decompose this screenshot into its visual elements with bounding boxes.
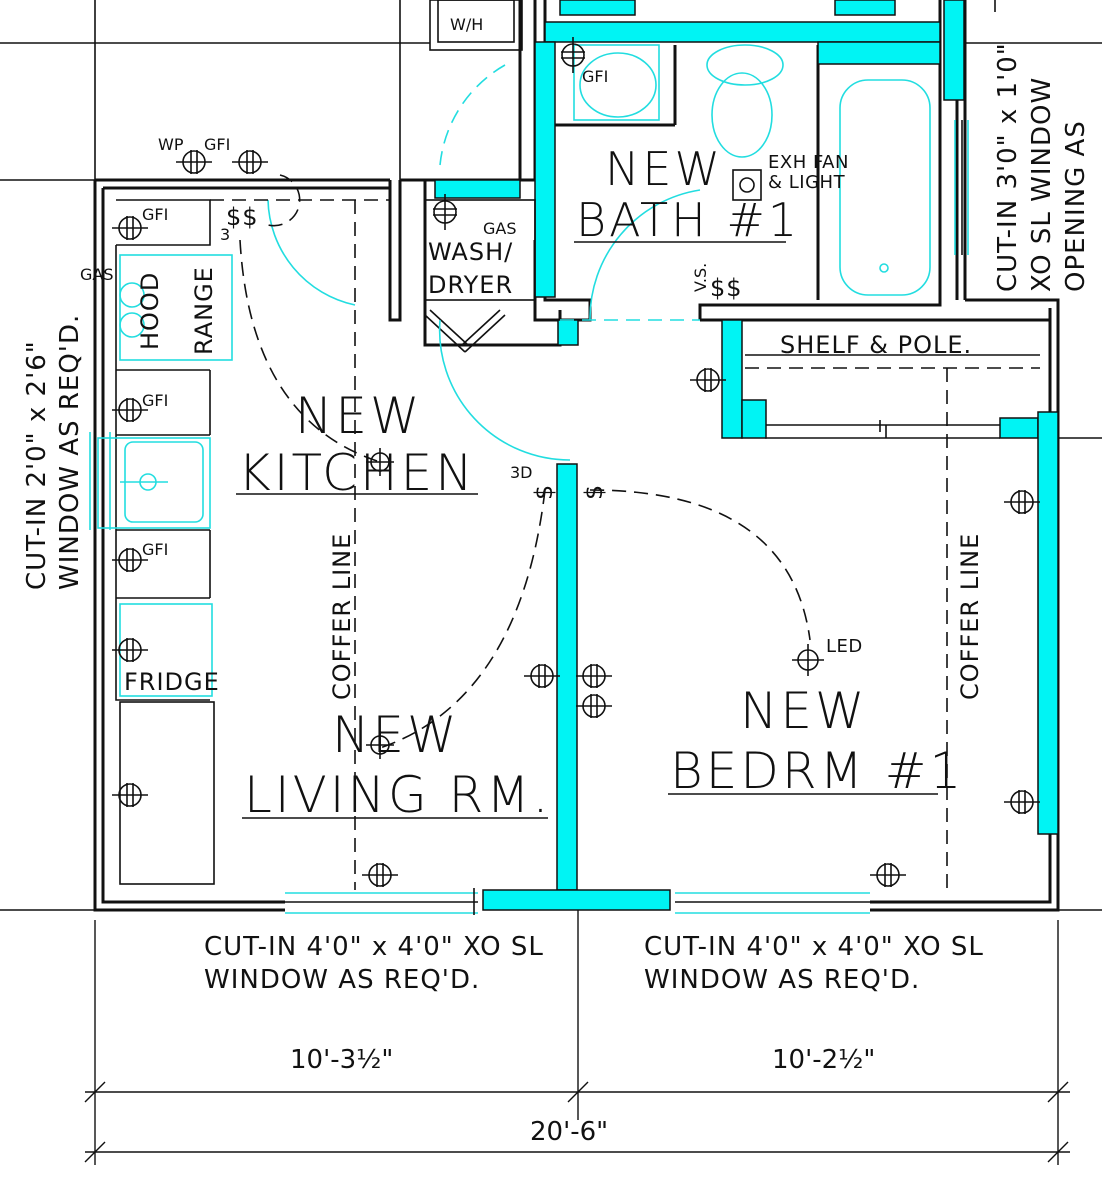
wash-label: WASH/ bbox=[428, 238, 513, 266]
room-label-kitchen: NEW KITCHEN bbox=[236, 387, 478, 502]
gfi-label-bath: GFI bbox=[582, 67, 608, 86]
note-window-left-line1: CUT-IN 2'0" x 2'6" bbox=[22, 340, 52, 590]
gfi-label-kitchen-3: GFI bbox=[142, 540, 168, 559]
outlet-symbols bbox=[112, 37, 1040, 887]
led-label: LED bbox=[826, 636, 863, 657]
note-window-bottom-right-line2: WINDOW AS REQ'D. bbox=[644, 965, 920, 995]
dimension-overall: 20'-6" bbox=[530, 1117, 608, 1147]
range-label: RANGE bbox=[190, 266, 218, 355]
note-window-right-line2: XO SL WINDOW bbox=[1027, 77, 1057, 292]
water-heater-label: W/H bbox=[450, 15, 483, 34]
living-label-line2: LIVING RM. bbox=[244, 766, 551, 824]
note-window-bottom-left-line1: CUT-IN 4'0" x 4'0" XO SL bbox=[204, 932, 544, 962]
gfi-label-exterior: GFI bbox=[204, 135, 230, 154]
fridge-label: FRIDGE bbox=[124, 668, 220, 696]
three-way-label: 3 bbox=[220, 225, 230, 244]
hood-label: HOOD bbox=[136, 272, 164, 350]
three-d-label: 3D bbox=[510, 463, 533, 482]
gas-label-kitchen: GAS bbox=[80, 265, 114, 284]
gfi-label-kitchen-2: GFI bbox=[142, 391, 168, 410]
laundry-doors bbox=[424, 199, 536, 353]
note-window-bottom-left-line2: WINDOW AS REQ'D. bbox=[204, 965, 480, 995]
wp-label: WP bbox=[158, 135, 184, 154]
coffer-line-bedroom: COFFER LINE bbox=[956, 533, 984, 700]
switch-kitchen: $$ bbox=[226, 203, 259, 231]
note-window-right-line3: OPENING AS bbox=[1061, 120, 1091, 292]
door-swings bbox=[239, 64, 811, 749]
coffer-line-living: COFFER LINE bbox=[328, 533, 356, 700]
kitchen-counters bbox=[97, 199, 233, 885]
note-window-right-line1: CUT-IN 3'0" x 1'0" bbox=[993, 42, 1023, 292]
gas-label-laundry: GAS bbox=[483, 219, 517, 238]
windows bbox=[89, 120, 969, 915]
dimension-left: 10'-3½" bbox=[290, 1045, 393, 1075]
bedroom-label-line1: NEW bbox=[740, 682, 867, 740]
dimension-right: 10'-2½" bbox=[772, 1045, 875, 1075]
light-label: & LIGHT bbox=[768, 172, 846, 193]
switch-living: $ bbox=[530, 484, 558, 500]
water-heater bbox=[429, 0, 523, 51]
guide-lines bbox=[0, 0, 1102, 911]
new-walls-highlight bbox=[434, 0, 1059, 911]
dryer-label: DRYER bbox=[428, 271, 513, 299]
switch-bedroom: $ bbox=[580, 484, 608, 500]
room-label-living: NEW LIVING RM. bbox=[242, 706, 551, 824]
vs-label: V.S. bbox=[691, 263, 710, 292]
kitchen-label-line2: KITCHEN bbox=[238, 444, 476, 502]
bath-fixtures bbox=[573, 44, 931, 296]
exh-fan-label: EXH FAN bbox=[768, 152, 849, 173]
room-label-bath: NEW BATH #1 bbox=[574, 142, 800, 247]
switch-bath: $$ bbox=[710, 274, 743, 302]
living-label-line1: NEW bbox=[332, 706, 459, 764]
room-label-bedroom: NEW BEDRM #1 bbox=[668, 682, 964, 800]
gfi-label-kitchen-1: GFI bbox=[142, 205, 168, 224]
shelf-pole-label: SHELF & POLE. bbox=[780, 331, 972, 359]
bath-label-line1: NEW bbox=[605, 142, 723, 196]
bath-label-line2: BATH #1 bbox=[576, 193, 800, 247]
note-window-left-line2: WINDOW AS REQ'D. bbox=[55, 314, 85, 590]
note-window-bottom-left: CUT-IN 4'0" x 4'0" XO SL WINDOW AS REQ'D… bbox=[204, 932, 544, 995]
coffer-dash-lines bbox=[210, 199, 948, 890]
bedroom-label-line2: BEDRM #1 bbox=[670, 742, 964, 800]
note-window-bottom-right-line1: CUT-IN 4'0" x 4'0" XO SL bbox=[644, 932, 984, 962]
dimension-lines bbox=[84, 910, 1070, 1165]
note-window-left: CUT-IN 2'0" x 2'6" WINDOW AS REQ'D. bbox=[22, 314, 85, 590]
note-window-bottom-right: CUT-IN 4'0" x 4'0" XO SL WINDOW AS REQ'D… bbox=[644, 932, 984, 995]
kitchen-label-line1: NEW bbox=[295, 387, 422, 445]
note-window-right: CUT-IN 3'0" x 1'0" XO SL WINDOW OPENING … bbox=[993, 42, 1091, 292]
